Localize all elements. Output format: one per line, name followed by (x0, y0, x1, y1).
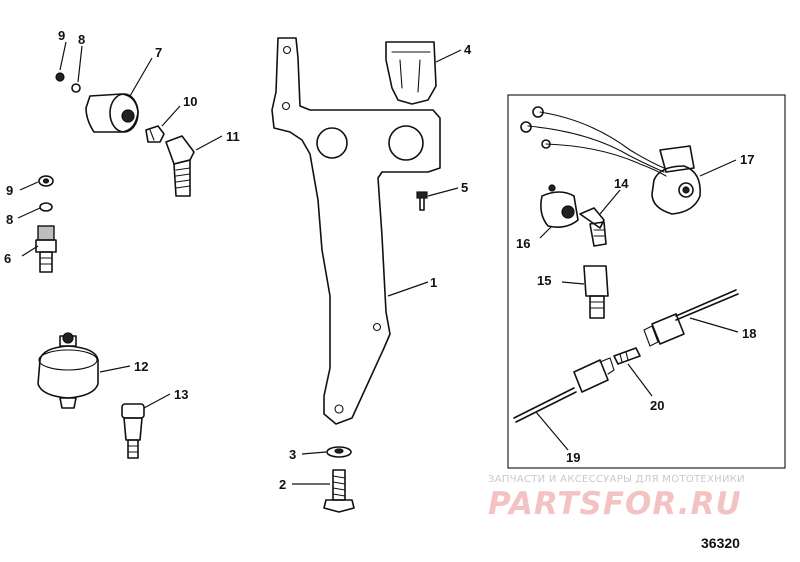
callout-9-top: 9 (58, 28, 65, 43)
union-part-11 (165, 135, 195, 197)
callout-5: 5 (461, 180, 468, 195)
callout-16: 16 (516, 236, 530, 251)
washer-part-8 (71, 83, 81, 93)
callout-18: 18 (742, 326, 756, 341)
callout-14: 14 (614, 176, 629, 191)
callout-8-top: 8 (78, 32, 85, 47)
callout-12: 12 (134, 359, 148, 374)
union-part-15 (583, 265, 609, 319)
nut-part-9 (55, 72, 65, 82)
callout-10: 10 (183, 94, 197, 109)
clip-part (385, 41, 437, 105)
watermark-subtitle: ЗАПЧАСТИ И АКСЕССУАРЫ ДЛЯ МОТОТЕХНИКИ (488, 474, 745, 485)
callout-3: 3 (289, 447, 296, 462)
figure-number: 36320 (701, 535, 740, 551)
watermark-brand: PARTSFOR.RU (488, 486, 742, 522)
fitting-part-10 (145, 125, 165, 143)
nut-part-9b (38, 175, 54, 187)
fitting-part-14 (579, 207, 607, 247)
sender-part-7 (55, 72, 139, 133)
switch-part-6 (35, 225, 57, 273)
callout-20: 20 (650, 398, 664, 413)
callout-2: 2 (279, 477, 286, 492)
sender-part-16 (540, 184, 579, 228)
switch-part-13 (121, 403, 145, 459)
callout-17: 17 (740, 152, 754, 167)
callout-4: 4 (464, 42, 472, 57)
bolt-part-2 (323, 469, 355, 513)
sender-part-12 (37, 332, 99, 409)
bracket-part (271, 37, 441, 425)
tube-part-18 (643, 289, 739, 347)
washer-part-8b (39, 202, 53, 212)
union-part-20 (613, 347, 641, 365)
callout-1: 1 (430, 275, 437, 290)
callout-19: 19 (566, 450, 580, 465)
screw-part-5 (416, 191, 428, 211)
callout-9-left: 9 (6, 183, 13, 198)
harness-part-17 (520, 106, 701, 215)
callout-7: 7 (155, 45, 162, 60)
callout-6: 6 (4, 251, 11, 266)
washer-part-3 (326, 446, 352, 458)
leader-lines (17, 41, 739, 485)
callout-15: 15 (537, 273, 551, 288)
callout-11: 11 (226, 129, 240, 144)
tube-part-19 (513, 357, 615, 423)
callout-13: 13 (174, 387, 188, 402)
callout-8-left: 8 (6, 212, 13, 227)
kit-frame (507, 94, 786, 469)
